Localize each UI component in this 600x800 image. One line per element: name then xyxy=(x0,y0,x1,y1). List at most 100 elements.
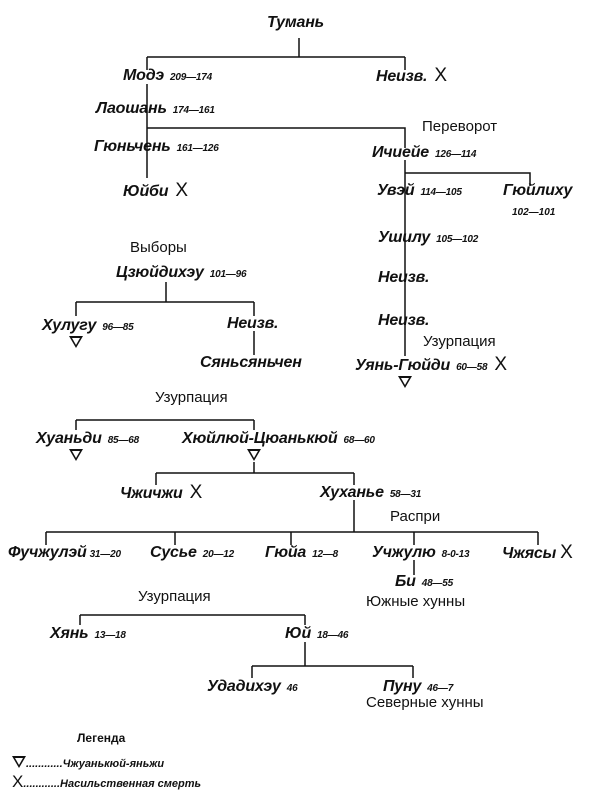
name: Тумань xyxy=(267,14,324,31)
dates: 209—174 xyxy=(170,72,213,83)
dates: 102—101 xyxy=(512,207,556,218)
dates: 8-0-13 xyxy=(441,549,470,560)
name: Юй xyxy=(285,625,312,642)
legend-label: ............Чжуанькюй-яньжи xyxy=(26,758,165,770)
violent-death-icon: X xyxy=(494,354,507,375)
dates: 126—114 xyxy=(434,149,477,160)
legend-row-cross: X............Насильственная смерть xyxy=(12,772,201,792)
triangle-icon xyxy=(69,449,83,461)
person-punu: Пуну 46—7 xyxy=(383,678,453,696)
label-northern-huns: Северные хунны xyxy=(366,694,484,711)
name: Увэй xyxy=(377,182,415,199)
violent-death-icon: X xyxy=(12,772,24,791)
dates: 85—68 xyxy=(107,435,139,446)
person-chzhichzhi: Чжичжи X xyxy=(120,482,203,503)
triangle-icon xyxy=(247,449,261,461)
dates: 105—102 xyxy=(436,234,479,245)
label-southern-huns: Южные хунны xyxy=(366,593,466,610)
dates: 20—12 xyxy=(202,549,235,560)
person-gyuilihu: Гюйлиху xyxy=(503,182,572,200)
legend-row-triangle: ............Чжуанькюй-яньжи xyxy=(12,755,164,770)
person-hyan: Хянь 13—18 xyxy=(50,625,126,643)
person-laoshan: Лаошань 174—161 xyxy=(96,100,215,118)
name: Чжичжи xyxy=(120,485,183,502)
name: Цзюйдихэу xyxy=(116,264,204,281)
person-ichiye: Ичиейе 126—114 xyxy=(372,144,476,162)
person-huhanye: Хуханье 58—31 xyxy=(320,484,421,502)
event-elections: Выборы xyxy=(130,239,187,256)
name: Фучжулэй xyxy=(8,544,87,561)
dates: 101—96 xyxy=(209,269,247,280)
dates: 31—20 xyxy=(89,549,121,560)
event-strife: Распри xyxy=(390,508,441,525)
person-unknown: Неизв. xyxy=(227,315,279,333)
dates: 46—7 xyxy=(427,683,454,694)
dates: 174—161 xyxy=(172,105,215,116)
violent-death-icon: X xyxy=(560,542,573,563)
dates: 58—31 xyxy=(389,489,422,500)
dates: 12—8 xyxy=(312,549,339,560)
name: Уянь-Гюйди xyxy=(355,357,451,374)
person-susye: Сусье 20—12 xyxy=(150,544,234,562)
dates: 68—60 xyxy=(343,435,375,446)
person-uchzhulyu: Учжулю 8-0-13 xyxy=(372,544,470,562)
dates: 13—18 xyxy=(94,630,126,641)
name: Удадихэу xyxy=(207,678,281,695)
event-coup: Переворот xyxy=(422,118,498,135)
name: Ушилу xyxy=(378,229,431,246)
name: Хуаньди xyxy=(36,430,102,447)
person-mode: Модэ 209—174 xyxy=(123,67,212,85)
name: Би xyxy=(395,573,416,590)
name: Гюйлиху xyxy=(503,182,573,199)
name: Хуханье xyxy=(320,484,384,501)
event-usurpation: Узурпация xyxy=(423,333,496,350)
triangle-icon xyxy=(69,336,83,348)
name: Ичиейе xyxy=(372,144,429,161)
dates: 46 xyxy=(286,683,298,694)
dates: 114—105 xyxy=(420,187,462,198)
name: Гюньчень xyxy=(94,138,171,155)
name: Учжулю xyxy=(372,544,436,561)
triangle-icon xyxy=(12,756,26,768)
name: Лаошань xyxy=(96,100,167,117)
name: Сяньсяньчен xyxy=(200,354,302,371)
person-udadihey: Удадихэу 46 xyxy=(207,678,298,696)
name: Модэ xyxy=(123,67,165,84)
event-usurpation: Узурпация xyxy=(138,588,211,605)
legend-label: ............Насильственная смерть xyxy=(23,778,202,790)
person-gyuia: Гюйа 12—8 xyxy=(265,544,338,562)
person-uvei: Увэй 114—105 xyxy=(377,182,462,200)
person-yan-gyuidi: Уянь-Гюйди 60—58 X xyxy=(355,354,507,375)
violent-death-icon: X xyxy=(189,482,203,503)
name: Чжясы xyxy=(502,545,557,562)
person-syansyanchen: Сяньсяньчен xyxy=(200,354,302,372)
dates: 161—126 xyxy=(176,143,219,154)
dates: 96—85 xyxy=(102,322,134,333)
name: Сусье xyxy=(150,544,197,561)
person-huandi: Хуаньди 85—68 xyxy=(36,430,139,448)
name: Пуну xyxy=(383,678,422,695)
legend-title: Легенда xyxy=(77,731,126,745)
person-czyuidihey: Цзюйдихэу 101—96 xyxy=(116,264,247,282)
name: Неизв. xyxy=(376,68,428,85)
dates: 60—58 xyxy=(456,362,488,373)
dates: 18—46 xyxy=(317,630,349,641)
person-unknown: Неизв. X xyxy=(376,65,447,86)
violent-death-icon: X xyxy=(434,65,447,86)
person-gyunchen: Гюньчень 161—126 xyxy=(94,138,219,156)
name: Неизв. xyxy=(378,269,430,286)
name: Гюйа xyxy=(265,544,307,561)
event-usurpation: Узурпация xyxy=(155,389,228,406)
name: Хюйлюй-Цюанькюй xyxy=(182,430,338,447)
name: Хянь xyxy=(50,625,89,642)
name: Неизв. xyxy=(378,312,430,329)
name: Неизв. xyxy=(227,315,279,332)
violent-death-icon: X xyxy=(175,180,188,201)
person-hyuilyui: Хюйлюй-Цюанькюй 68—60 xyxy=(182,430,375,448)
